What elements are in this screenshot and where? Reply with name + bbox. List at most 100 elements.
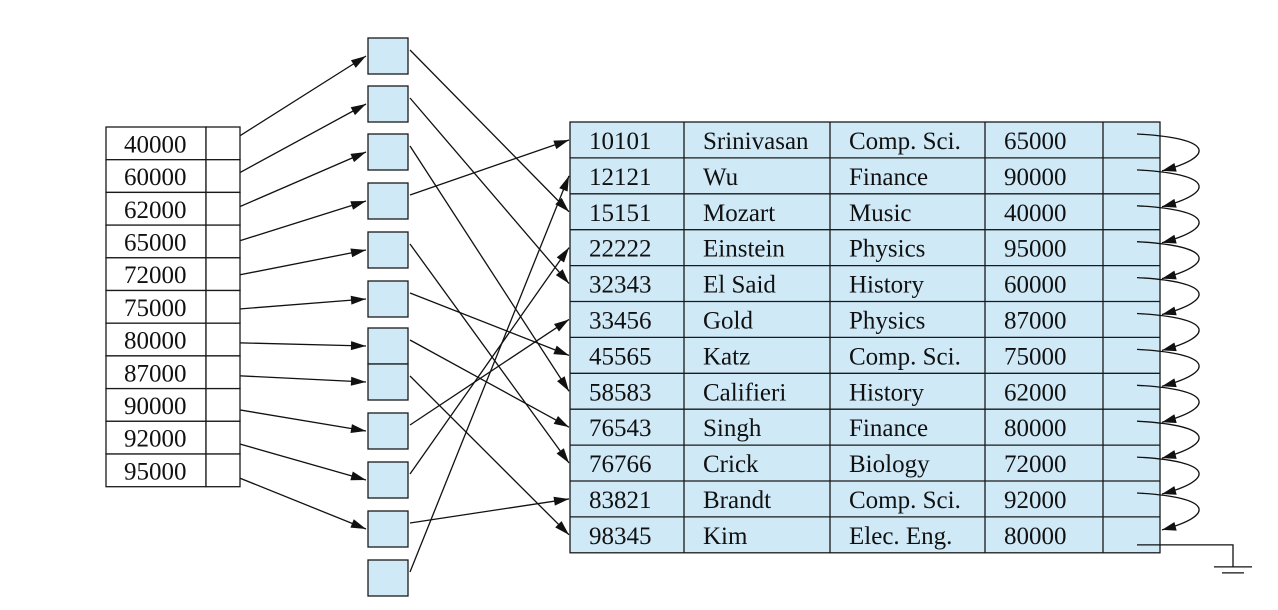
index-to-bucket-arrow <box>227 472 367 530</box>
record-chain-arrow <box>1136 169 1200 208</box>
record-id: 32343 <box>589 272 652 299</box>
index-key-cell <box>105 224 207 259</box>
index-to-bucket-arrow <box>227 103 367 180</box>
record-salary: 80000 <box>1004 415 1067 442</box>
index-key-cell <box>105 420 207 455</box>
bucket-to-record-arrow-head <box>557 376 569 392</box>
index-to-bucket-arrow <box>227 374 367 383</box>
index-to-bucket-arrow-head <box>350 201 366 210</box>
record-salary: 62000 <box>1004 379 1067 406</box>
record-name: Gold <box>703 307 754 334</box>
record-dept: Finance <box>849 164 928 191</box>
record-chain-arrow <box>1136 241 1200 280</box>
index-key-cell <box>105 257 207 292</box>
index-to-bucket-arrow-head <box>350 376 366 386</box>
index-key-cell <box>105 191 207 226</box>
index-key-label: 87000 <box>124 360 187 387</box>
record-chain-arrow-head <box>1162 521 1177 531</box>
record-dept: Comp. Sci. <box>849 128 961 155</box>
index-to-bucket-arrow-head <box>350 519 366 529</box>
index-to-bucket-arrow <box>227 440 367 481</box>
record-chain-arrow-head <box>1162 378 1177 388</box>
record-name: Brandt <box>703 487 771 514</box>
record-chain-arrow-head <box>1162 162 1177 172</box>
bucket-to-record-arrow <box>409 175 570 573</box>
bucket-box <box>367 182 409 220</box>
record-chain-arrow <box>1136 348 1200 387</box>
record-salary: 92000 <box>1004 487 1067 514</box>
index-to-bucket-arrow <box>227 341 367 347</box>
index-key-label: 92000 <box>124 426 187 453</box>
record-salary: 95000 <box>1004 236 1067 263</box>
record-id: 58583 <box>589 379 652 406</box>
record-id: 45565 <box>589 343 652 370</box>
bucket-box <box>367 133 409 171</box>
index-pointer-cell <box>205 257 241 292</box>
record-salary: 72000 <box>1004 451 1067 478</box>
bucket-column <box>367 37 409 597</box>
index-key-label: 62000 <box>124 197 187 224</box>
bucket-to-record-arrow <box>409 145 570 392</box>
bucket-box <box>367 280 409 318</box>
record-id: 83821 <box>589 487 652 514</box>
record-dept: History <box>849 272 925 299</box>
record-name: Califieri <box>703 379 786 406</box>
index-to-bucket-arrow <box>227 55 367 144</box>
index-to-bucket-arrow <box>227 249 367 278</box>
index-key-label: 72000 <box>124 262 187 289</box>
record-name: Einstein <box>703 236 785 263</box>
record-chain-arrow <box>1136 492 1200 531</box>
bucket-to-record-arrow <box>409 339 570 428</box>
index-to-bucket-arrow-head <box>350 248 366 258</box>
bucket-to-record-arrow <box>409 243 570 464</box>
record-dept: Comp. Sci. <box>849 343 961 370</box>
bucket-box <box>367 363 409 401</box>
record-dept: Music <box>849 200 912 227</box>
index-to-bucket-arrow-head <box>350 56 366 68</box>
record-name: Srinivasan <box>703 128 809 155</box>
bucket-box <box>367 327 409 365</box>
record-dept: Physics <box>849 236 925 263</box>
pointer-arrows <box>227 49 570 573</box>
bucket-to-record-arrow <box>409 375 570 536</box>
record-dept: Biology <box>849 451 930 478</box>
bucket-box <box>367 461 409 499</box>
index-key-label: 60000 <box>124 164 187 191</box>
index-key-cell <box>105 355 207 390</box>
record-chain-arrow-head <box>1162 198 1177 208</box>
bucket-box <box>367 37 409 75</box>
index-key-label: 40000 <box>124 131 187 158</box>
record-dept: History <box>849 379 925 406</box>
bucket-to-record-arrow-head <box>554 319 569 332</box>
index-pointer-cell <box>205 453 241 488</box>
record-name: El Said <box>703 272 776 299</box>
bucket-to-record-arrow-head <box>559 175 569 192</box>
record-chain-arrow-head <box>1162 270 1177 280</box>
record-dept: Comp. Sci. <box>849 487 961 514</box>
index-key-cell <box>105 159 207 194</box>
bucket-to-record-arrow-head <box>556 247 569 263</box>
bucket-box <box>367 559 409 597</box>
index-to-bucket-arrow-head <box>350 104 366 116</box>
index-pointer-cell <box>205 224 241 259</box>
record-dept: Elec. Eng. <box>849 523 952 550</box>
index-to-bucket-arrow <box>227 407 367 432</box>
index-to-bucket-arrow <box>227 200 367 246</box>
index-to-bucket-arrow-head <box>350 152 366 163</box>
record-chain-arrow <box>1136 456 1200 495</box>
bucket-to-record-arrow-head <box>553 345 569 356</box>
bucket-to-record-arrow-head <box>553 139 569 150</box>
record-salary: 65000 <box>1004 128 1067 155</box>
record-id: 76543 <box>589 415 652 442</box>
record-id: 12121 <box>589 164 652 191</box>
record-salary: 87000 <box>1004 307 1067 334</box>
index-key-label: 65000 <box>124 229 187 256</box>
record-name: Singh <box>703 415 762 442</box>
record-id: 10101 <box>589 128 652 155</box>
index-pointer-cell <box>205 126 241 161</box>
bucket-box <box>367 231 409 269</box>
index-pointer-cell <box>205 420 241 455</box>
index-key-cell <box>105 289 207 324</box>
record-chain-arrow <box>1136 133 1200 172</box>
